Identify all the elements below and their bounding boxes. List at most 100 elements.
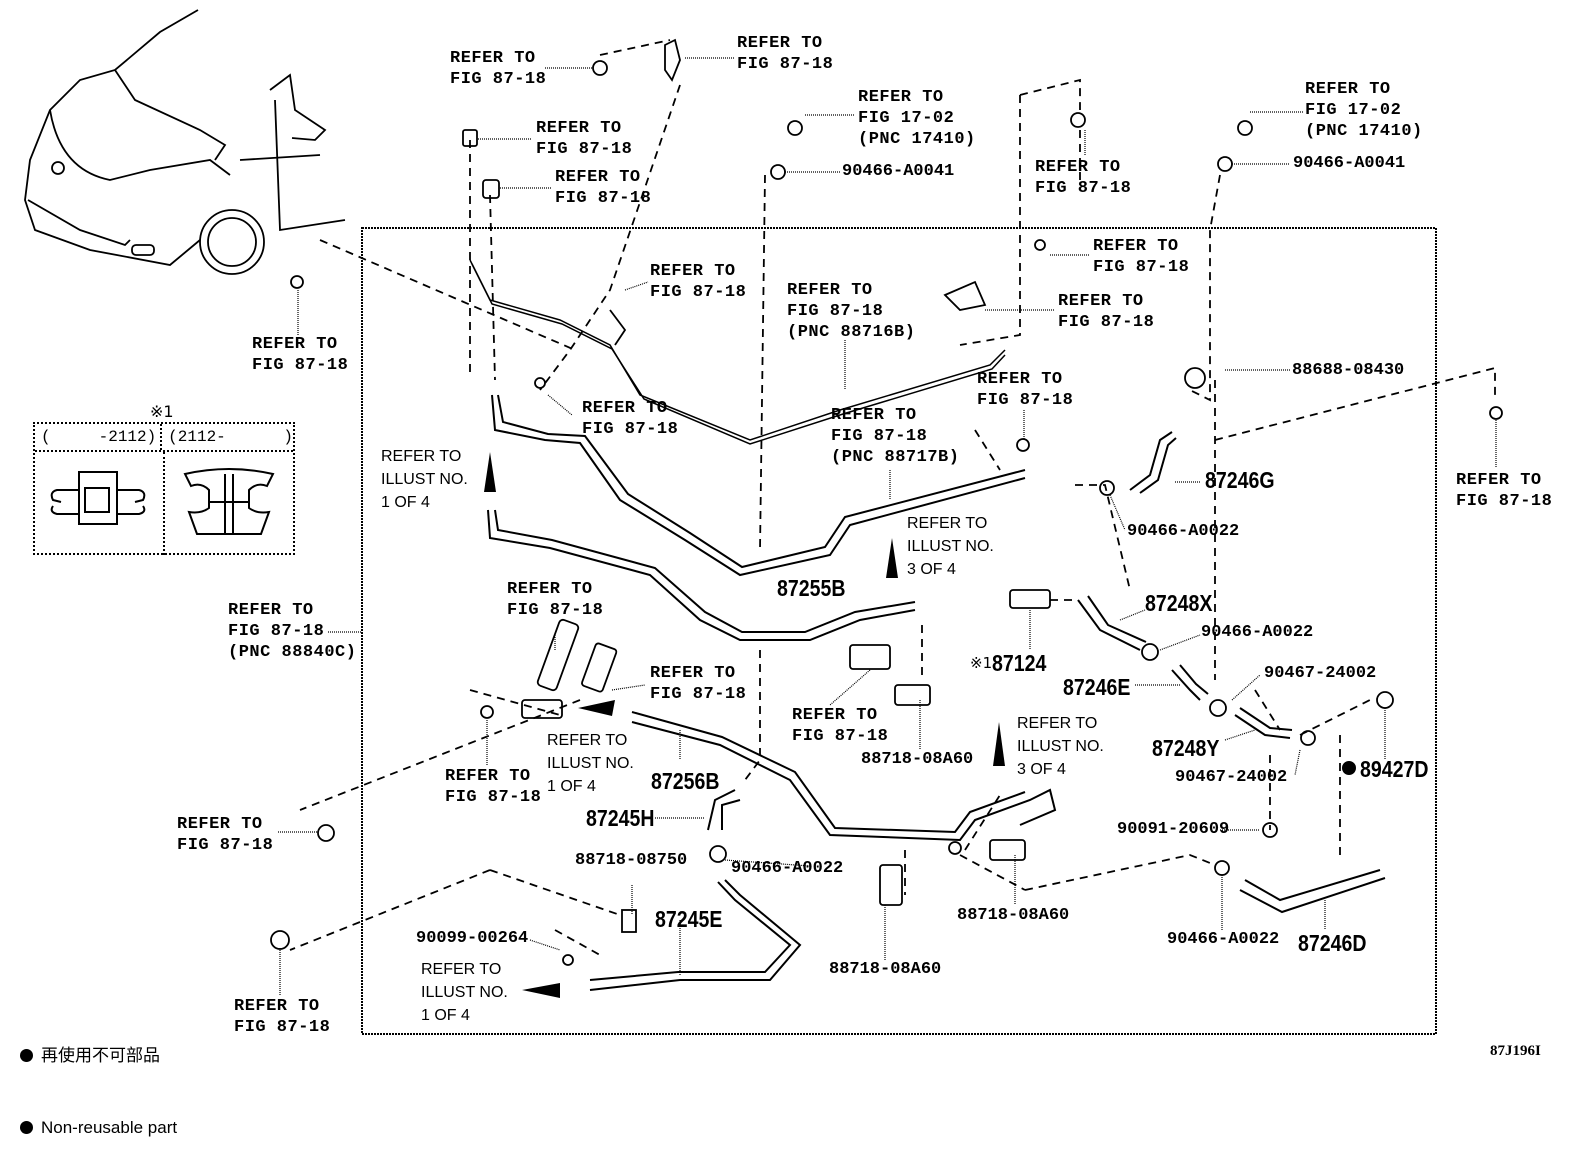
part-number[interactable]: 90466-A0041 <box>842 162 955 181</box>
part-number[interactable]: 90467-24002 <box>1175 768 1288 787</box>
part-number[interactable]: 90466-A0022 <box>1127 522 1240 541</box>
ref-label[interactable]: REFER TO FIG 87-18 (PNC 88840C) <box>228 600 356 663</box>
variant-range: (2112- ) <box>160 424 293 450</box>
ref-label[interactable]: REFER TO FIG 87-18 <box>252 334 348 376</box>
solid-leaders <box>278 57 1497 995</box>
part-87124-label[interactable]: ※187124 <box>970 650 1056 676</box>
ref-line: REFER TO <box>450 49 536 68</box>
pipe-87255b <box>491 394 1026 577</box>
ref-pnc: (PNC 88840C) <box>228 643 357 662</box>
part-number[interactable]: 90466-A0022 <box>1201 623 1314 642</box>
ref-fig: FIG 87-18 <box>792 727 889 746</box>
dashed-leaders <box>289 39 1496 956</box>
ref-line: REFER TO <box>177 815 263 834</box>
ref-line: REFER TO <box>1456 471 1542 490</box>
ref-line: REFER TO <box>252 335 338 354</box>
ref-line: REFER TO <box>787 281 873 300</box>
ref-label[interactable]: REFER TO FIG 87-18 <box>450 48 546 90</box>
part-number[interactable]: 87246G <box>1205 467 1275 493</box>
part-number[interactable]: 87256B <box>651 768 720 794</box>
ref-line: REFER TO <box>1093 237 1179 256</box>
part-number[interactable]: 87248X <box>1145 590 1213 616</box>
assembly-frame <box>361 227 1437 1035</box>
hose-87246d <box>1239 869 1386 914</box>
illust-page: 1 OF 4 <box>547 778 596 795</box>
part-number[interactable]: 87245H <box>586 805 655 831</box>
part-number[interactable]: 87248Y <box>1152 735 1220 761</box>
part-number[interactable]: 87255B <box>777 575 846 601</box>
illust-line: REFER TO <box>547 732 628 749</box>
ref-fig: FIG 17-02 <box>858 109 955 128</box>
arrows <box>484 452 1005 998</box>
part-number[interactable]: 88688-08430 <box>1292 361 1405 380</box>
part-number[interactable]: 88718-08A60 <box>829 960 942 979</box>
ref-line: REFER TO <box>858 88 944 107</box>
part-number: 87124 <box>992 650 1047 676</box>
part-number[interactable]: 90467-24002 <box>1264 664 1377 683</box>
ref-line: REFER TO <box>1058 292 1144 311</box>
ref-fig: FIG 17-02 <box>1305 101 1402 120</box>
part-number[interactable]: 88718-08750 <box>575 851 688 870</box>
part-number[interactable]: 89427D <box>1360 756 1429 782</box>
ref-line: REFER TO <box>737 34 823 53</box>
illust-page: 1 OF 4 <box>421 1007 470 1024</box>
ref-line: REFER TO <box>792 706 878 725</box>
illust-page: 3 OF 4 <box>907 561 956 578</box>
part-number[interactable]: 90466-A0041 <box>1293 154 1406 173</box>
part-number[interactable]: 90466-A0022 <box>731 859 844 878</box>
filled-circle-icon <box>20 1049 33 1062</box>
part-number[interactable]: 90466-A0022 <box>1167 930 1280 949</box>
ref-fig: FIG 87-18 <box>228 622 325 641</box>
ref-label[interactable]: REFER TO FIG 87-18 <box>737 33 833 75</box>
illust-line: ILLUST NO. <box>1017 738 1104 755</box>
ref-pnc: (PNC 17410) <box>1305 122 1423 141</box>
illust-page: 3 OF 4 <box>1017 761 1066 778</box>
part-number[interactable]: 87246E <box>1063 674 1131 700</box>
hose-87248x <box>1077 595 1147 651</box>
ref-line: REFER TO <box>1035 158 1121 177</box>
part-number[interactable]: 90099-00264 <box>416 929 529 948</box>
legend: 再使用不可部品 Non-reusable part <box>20 996 177 1164</box>
legend-item: 再使用不可部品 <box>20 1044 177 1068</box>
ref-fig: FIG 87-18 <box>252 356 349 375</box>
ref-line: REFER TO <box>555 168 641 187</box>
part-number[interactable]: 88718-08A60 <box>861 750 974 769</box>
figure-id: 87J196I <box>1490 1043 1541 1059</box>
part-number[interactable]: 87245E <box>655 906 723 932</box>
ref-fig: FIG 87-18 <box>450 70 547 89</box>
ref-fig: FIG 87-18 <box>650 685 747 704</box>
part-number[interactable]: 87246D <box>1298 930 1367 956</box>
ref-fig: FIG 87-18 <box>737 55 834 74</box>
ref-fig: FIG 87-18 <box>787 302 884 321</box>
ref-fig: FIG 87-18 <box>650 283 747 302</box>
part-number[interactable]: 88718-08A60 <box>957 906 1070 925</box>
ref-line: REFER TO <box>507 580 593 599</box>
hose-87248y <box>1234 707 1293 739</box>
ref-line: REFER TO <box>228 601 314 620</box>
part-number[interactable]: 90091-20609 <box>1117 820 1230 839</box>
ref-label[interactable]: REFER TO FIG 87-18 <box>792 705 888 747</box>
